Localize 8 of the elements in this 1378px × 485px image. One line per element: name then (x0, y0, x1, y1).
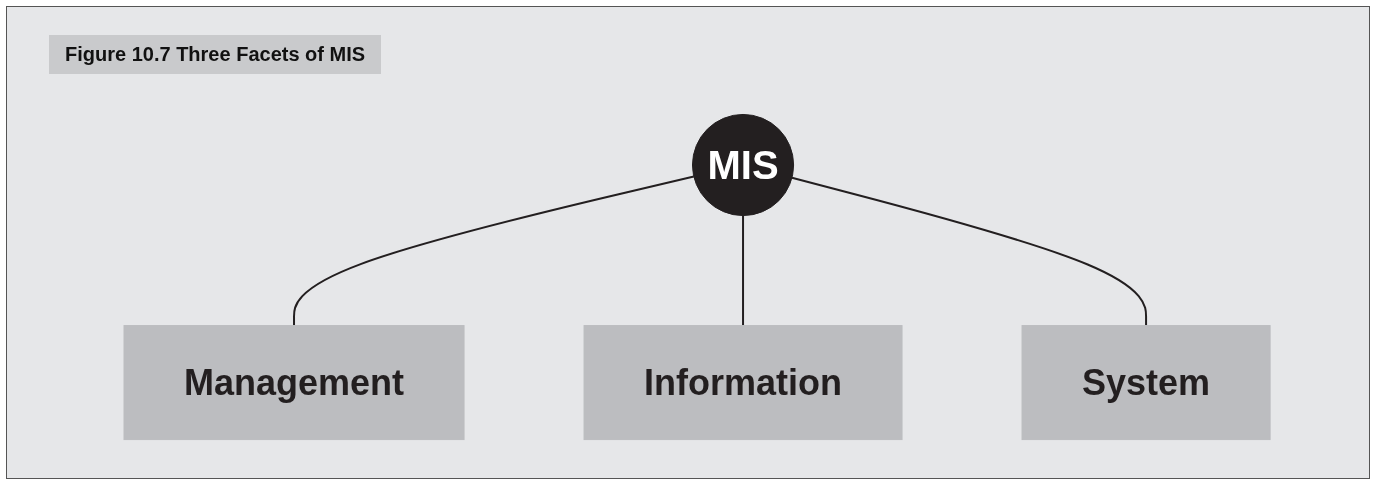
connector (292, 175, 695, 327)
node-box: Management (123, 325, 465, 441)
node-box: Information (583, 325, 903, 441)
connector (790, 176, 1147, 327)
figure-title: Figure 10.7 Three Facets of MIS (49, 35, 382, 74)
connector (742, 214, 744, 327)
node-box: System (1021, 325, 1271, 441)
node-circle: MIS (691, 113, 795, 217)
